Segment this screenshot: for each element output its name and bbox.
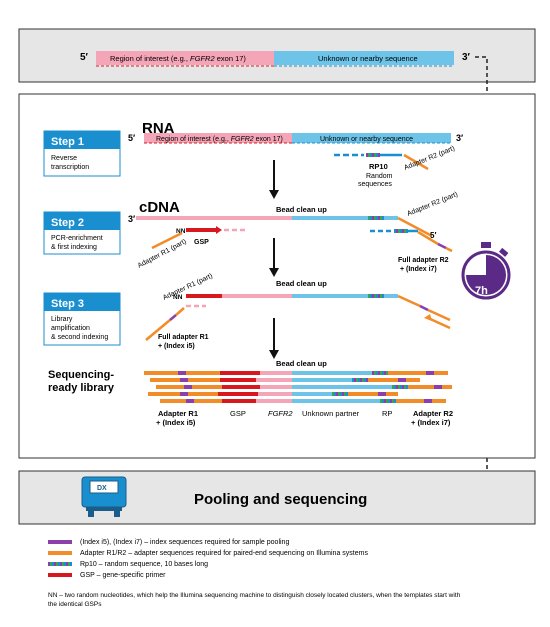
svg-text:RP: RP: [382, 409, 392, 418]
svg-text:sequences: sequences: [358, 181, 392, 188]
library-fragments: [144, 371, 452, 403]
svg-text:+ (Index i7): + (Index i7): [400, 266, 437, 273]
svg-text:GSP: GSP: [230, 409, 246, 418]
svg-text:5′: 5′: [128, 133, 135, 143]
svg-text:Full adapter R1: Full adapter R1: [158, 334, 209, 341]
svg-text:+ (Index i5): + (Index i5): [158, 343, 195, 350]
step-2-box: Step 2 PCR-enrichment & first indexing: [43, 211, 121, 255]
svg-text:Library: Library: [51, 316, 73, 323]
svg-text:Sequencing-: Sequencing-: [48, 369, 114, 381]
adapter-r2-part: [403, 153, 429, 171]
svg-text:GSP – gene-specific primer: GSP – gene-specific primer: [80, 572, 166, 579]
step-1-box: Step 1 Reverse transcription: [43, 130, 121, 177]
svg-text:+ (Index i5): + (Index i5): [156, 418, 196, 427]
svg-text:Step 2: Step 2: [51, 217, 84, 229]
top-region-bar: [96, 51, 274, 65]
svg-text:Bead clean up: Bead clean up: [276, 205, 327, 214]
svg-text:Full adapter R2: Full adapter R2: [398, 257, 449, 264]
svg-text:FGFR2: FGFR2: [268, 409, 293, 418]
svg-text:PCR-enrichment: PCR-enrichment: [51, 235, 103, 242]
rna-unknown-bar: [292, 133, 451, 143]
svg-text:(Index i5), (Index i7) – index: (Index i5), (Index i7) – index sequences…: [80, 539, 289, 546]
svg-text:Random: Random: [366, 173, 393, 180]
svg-text:Rp10 – random sequence, 10 bas: Rp10 – random sequence, 10 bases long: [80, 561, 208, 568]
gsp-primer: [186, 228, 216, 232]
svg-text:Bead clean up: Bead clean up: [276, 359, 327, 368]
rna-region-bar: [144, 133, 292, 143]
svg-text:NN: NN: [173, 294, 183, 301]
top-region-label: Region of interest (e.g., FGFR2 exon 17): [110, 54, 246, 63]
svg-text:Adapter R1/R2 – adapter sequen: Adapter R1/R2 – adapter sequences requir…: [80, 550, 368, 557]
svg-text:Adapter R2: Adapter R2: [413, 409, 453, 418]
svg-text:Bead clean up: Bead clean up: [276, 279, 327, 288]
footnote-line-2: the identical GSPs: [48, 601, 102, 608]
svg-text:ready library: ready library: [48, 382, 115, 394]
svg-text:7h: 7h: [475, 285, 488, 297]
svg-text:RP10: RP10: [369, 162, 388, 171]
svg-text:5′: 5′: [430, 231, 436, 240]
svg-text:3′: 3′: [128, 214, 135, 224]
sequencer-icon: DX: [81, 476, 127, 517]
step-3-box: Step 3 Library amplification & second in…: [43, 292, 121, 346]
rna-title: RNA: [142, 120, 175, 137]
svg-text:& second indexing: & second indexing: [51, 334, 108, 341]
top-unknown-label: Unknown or nearby sequence: [318, 54, 418, 63]
legend: (Index i5), (Index i7) – index sequences…: [48, 539, 368, 579]
svg-text:Unknown partner: Unknown partner: [302, 409, 360, 418]
svg-text:Step 3: Step 3: [51, 298, 84, 310]
svg-text:amplification: amplification: [51, 325, 90, 332]
cdna-region-strand: [136, 216, 292, 220]
top-three-prime: 3′: [462, 52, 471, 63]
cdna-title: cDNA: [139, 199, 180, 216]
stopwatch-icon: 7h: [461, 242, 511, 300]
footnote-line-1: NN – two random nucleotides, which help …: [48, 592, 461, 599]
pooling-title: Pooling and sequencing: [194, 491, 367, 508]
svg-text:Step 1: Step 1: [51, 136, 84, 148]
svg-text:Adapter R1: Adapter R1: [158, 409, 198, 418]
rp10-block: [366, 153, 380, 157]
rna-region-label: Region of interest (e.g., FGFR2 exon 17): [156, 136, 283, 143]
svg-text:NN: NN: [176, 228, 186, 235]
svg-text:Reverse: Reverse: [51, 155, 77, 162]
svg-text:Unknown or nearby sequence: Unknown or nearby sequence: [320, 136, 413, 143]
svg-text:transcription: transcription: [51, 164, 89, 171]
top-five-prime: 5′: [80, 52, 89, 63]
top-unknown-bar: [274, 51, 454, 65]
svg-text:DX: DX: [97, 485, 107, 492]
svg-text:+ (Index i7): + (Index i7): [411, 418, 451, 427]
svg-text:GSP: GSP: [194, 239, 209, 246]
svg-text:& first indexing: & first indexing: [51, 244, 97, 251]
svg-text:3′: 3′: [456, 133, 463, 143]
step3-gsp: [186, 294, 222, 298]
